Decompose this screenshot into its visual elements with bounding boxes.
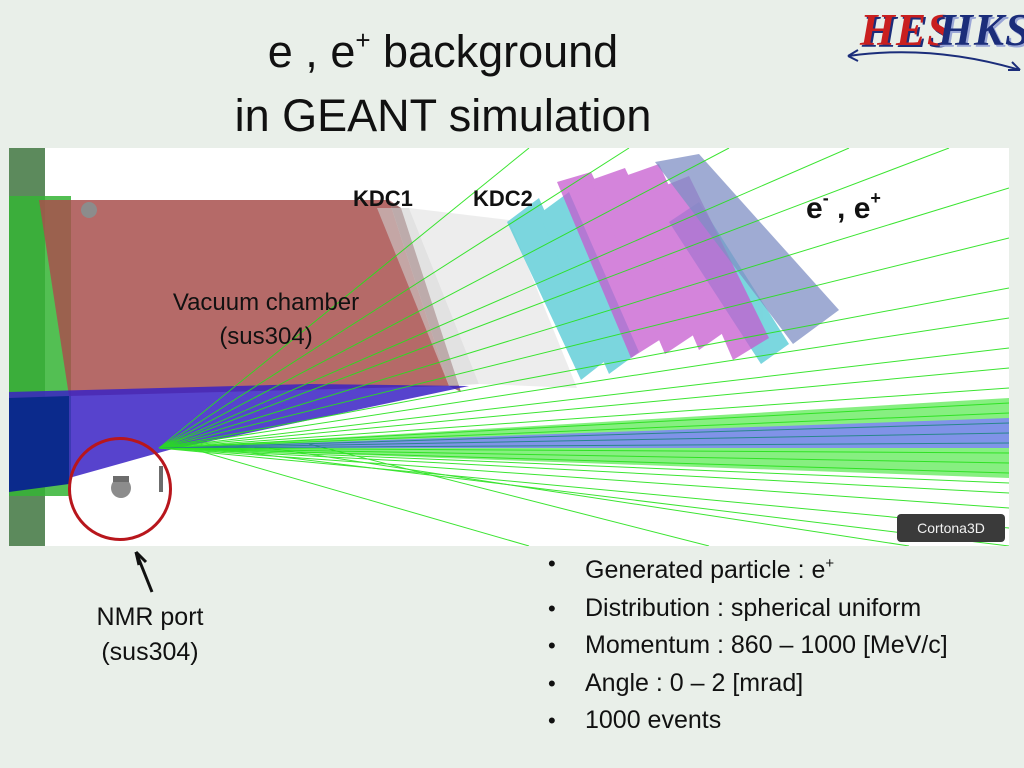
kdc1-slab: [377, 208, 479, 386]
simulation-geometry: [9, 148, 1009, 546]
particles-label: e- , e+: [806, 188, 881, 225]
vacuum-chamber-label: Vacuum chamber (sus304): [172, 289, 360, 350]
nmr-pointer-arrow-icon: [134, 550, 154, 593]
list-item: Momentum : 860 – 1000 [MeV/c]: [548, 627, 948, 665]
magenta-detector-planes: [557, 164, 769, 360]
kdc1-label: KDC1: [353, 186, 413, 211]
logo-arrow-icon: [847, 49, 1021, 71]
logo-hks: HKS: [938, 5, 1024, 55]
cortona3d-watermark: Cortona3D: [897, 514, 1005, 542]
geant-simulation-view: KDC1 KDC2 e- , e+ Vacuum chamber (sus304…: [9, 148, 1009, 546]
list-item: Generated particle : e+: [548, 545, 948, 590]
kdc2-slab: [409, 208, 577, 388]
hodoscope-plane: [655, 154, 839, 344]
vacuum-chamber-shape: [39, 200, 449, 396]
list-item: Angle : 0 – 2 [mrad]: [548, 665, 948, 703]
nmr-port-label: NMR port (sus304): [96, 603, 204, 666]
beam-pipe-shape: [9, 384, 469, 492]
list-item: Distribution : spherical uniform: [548, 590, 948, 628]
dense-track-band: [159, 398, 1009, 478]
title-line-2: in GEANT simulation: [234, 90, 652, 141]
hes-hks-logo: HES HKS: [842, 0, 1024, 78]
kdc2-label: KDC2: [473, 186, 533, 211]
title-line-1: e , e+ background: [267, 25, 619, 77]
slide-title: e , e+ background in GEANT simulation: [0, 8, 886, 148]
list-item: 1000 events: [548, 702, 948, 740]
simulation-parameters-list: Generated particle : e+ Distribution : s…: [548, 545, 948, 740]
logo-hes: HES: [860, 5, 954, 55]
nmr-port-highlight-circle: [68, 437, 172, 541]
